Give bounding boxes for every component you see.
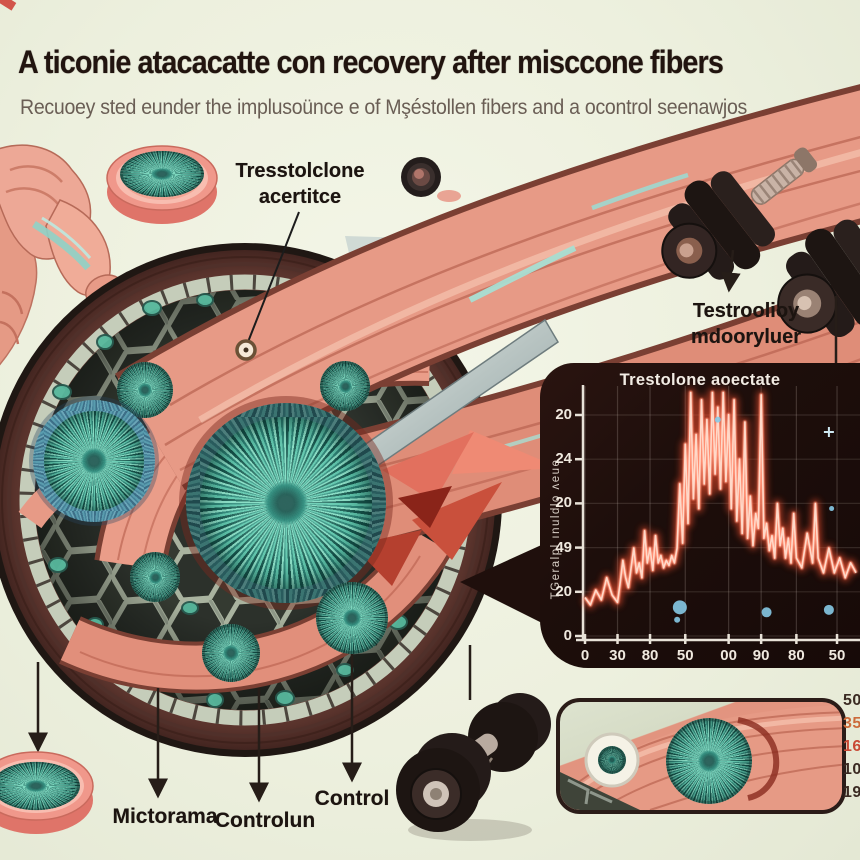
callout-arrows bbox=[28, 642, 472, 803]
specimen-label: Tresstolclone acertitce bbox=[210, 158, 390, 210]
fascicle-starburst bbox=[320, 361, 370, 411]
bottom-label-mictorama: Mictorama bbox=[112, 805, 218, 828]
petri-top-starburst bbox=[120, 150, 204, 198]
dumbbell-bottom bbox=[396, 693, 551, 841]
inset-starburst bbox=[666, 718, 752, 804]
pin-marker bbox=[235, 211, 300, 361]
specimen-label-line1: Tresstolclone bbox=[235, 160, 365, 182]
x-tick-label: 50 bbox=[676, 647, 694, 664]
y-tick-label: 49 bbox=[555, 538, 572, 556]
page-title: A ticonie atacacatte con recovery after … bbox=[18, 44, 724, 80]
inset-scale-value: 50 bbox=[843, 692, 860, 709]
dumbbell-top-right bbox=[661, 147, 818, 280]
dumbbell-label: Testroolioy mdooryluer bbox=[656, 298, 836, 350]
inset-badge-starburst bbox=[598, 746, 626, 774]
inset-scale-value: 35 bbox=[843, 715, 860, 732]
dumbbell-label-line1: Testroolioy bbox=[692, 300, 800, 322]
y-tick-label: 20 bbox=[555, 582, 572, 600]
chart-plot bbox=[575, 385, 860, 644]
inset-microscopy-panel bbox=[556, 698, 846, 814]
x-tick-label: 90 bbox=[752, 647, 770, 664]
y-tick-label: 0 bbox=[563, 627, 572, 644]
dumbbell-right-edge bbox=[777, 219, 860, 338]
fascicle-starburst bbox=[130, 552, 180, 602]
weight-knob-icon bbox=[401, 157, 461, 202]
fascicle-starburst-blue bbox=[33, 400, 155, 522]
inset-scale-value: 10 bbox=[843, 761, 860, 778]
x-tick-label: 50 bbox=[828, 647, 846, 664]
dumbbell-label-line2: mdooryluer bbox=[690, 326, 802, 348]
inset-scale-column: 50 35 16 10 19 bbox=[843, 692, 860, 807]
corner-paint-mark bbox=[0, 0, 17, 11]
specimen-label-line2: acertitce bbox=[258, 186, 342, 208]
needle-and-tear bbox=[332, 318, 560, 586]
y-tick-label: 24 bbox=[555, 450, 572, 468]
chart-title: Trestolone aoectate bbox=[619, 371, 781, 389]
chart-panel: Trestolone aoectate TGeralpl ınuldlo ʌeu… bbox=[540, 363, 860, 668]
x-tick-label: 80 bbox=[641, 647, 659, 664]
arrow-to-dumbbell-label bbox=[720, 249, 741, 293]
inset-scale-value: 16 bbox=[843, 738, 860, 755]
fascicle-starburst-giant bbox=[186, 403, 386, 603]
x-tick-label: 0 bbox=[580, 647, 590, 664]
bottom-label-control: Control bbox=[314, 787, 390, 810]
petri-bottom-starburst bbox=[0, 761, 80, 811]
x-tick-label: 30 bbox=[609, 647, 626, 664]
y-tick-label: 20 bbox=[555, 406, 572, 423]
chart-callout-beak bbox=[460, 542, 548, 626]
x-tick-label: 00 bbox=[720, 647, 737, 664]
bottom-label-controlun: Controlun bbox=[214, 809, 316, 832]
y-tick-label: 20 bbox=[555, 494, 572, 512]
inset-scale-value: 19 bbox=[843, 784, 860, 801]
x-tick-label: 80 bbox=[788, 647, 805, 664]
page-subtitle: Recuoey sted eunder the implusoünce e of… bbox=[20, 96, 748, 119]
fascicle-starburst bbox=[202, 624, 260, 682]
fascicle-starburst bbox=[316, 582, 388, 654]
